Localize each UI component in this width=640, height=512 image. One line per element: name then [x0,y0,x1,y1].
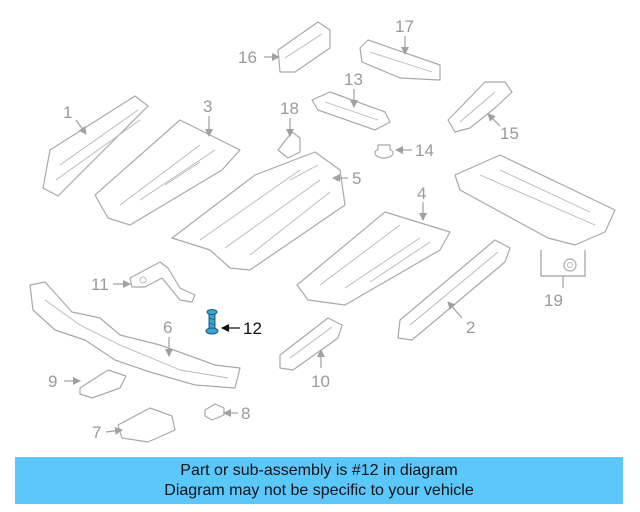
callout-10: 10 [311,372,330,391]
callout-14: 14 [415,141,434,160]
part-14-shape [374,144,394,159]
callout-16: 16 [238,48,257,67]
part-10-shape [279,317,343,371]
callout-1: 1 [63,103,72,122]
part-1-shape [42,95,149,197]
callout-8: 8 [241,404,250,423]
part-6-shape [29,281,241,389]
part-3-shape [94,119,241,226]
callout-5: 5 [352,169,361,188]
callout-2: 2 [466,318,475,337]
callout-9: 9 [48,372,57,391]
part-5-shape [171,151,346,271]
part-8-shape [204,403,225,421]
callout-3: 3 [203,97,212,116]
part-19-shape [454,154,616,272]
banner-line-2: Diagram may not be specific to your vehi… [164,481,474,499]
callout-labels: 1 2 3 4 5 6 7 8 9 10 11 12 13 14 15 16 1… [48,17,563,442]
part-17-shape [359,39,441,81]
part-16-shape [277,21,331,73]
callout-6: 6 [163,318,172,337]
info-banner: Part or sub-assembly is #12 in diagram D… [15,457,623,504]
part-15-shape [447,81,513,133]
callout-4: 4 [417,184,426,203]
part-7-shape [117,407,176,443]
callout-leaders [64,36,586,435]
callout-13: 13 [344,70,363,89]
callout-15: 15 [500,124,519,143]
part-13-shape [311,91,391,131]
part-2-shape [397,239,511,341]
callout-17: 17 [395,17,414,36]
callout-7: 7 [92,423,101,442]
part-18-shape [277,131,301,159]
callout-18: 18 [280,99,299,118]
part-12-bolt [205,309,219,335]
callout-12: 12 [243,319,262,338]
callout-19: 19 [544,291,563,310]
part-9-shape [79,369,127,399]
callout-11: 11 [91,275,109,294]
banner-line-1: Part or sub-assembly is #12 in diagram [180,461,458,479]
parts-diagram: 1 2 3 4 5 6 7 8 9 10 11 12 13 14 15 16 1… [29,17,616,443]
part-4-shape [296,211,451,306]
part-11-shape [129,261,196,303]
